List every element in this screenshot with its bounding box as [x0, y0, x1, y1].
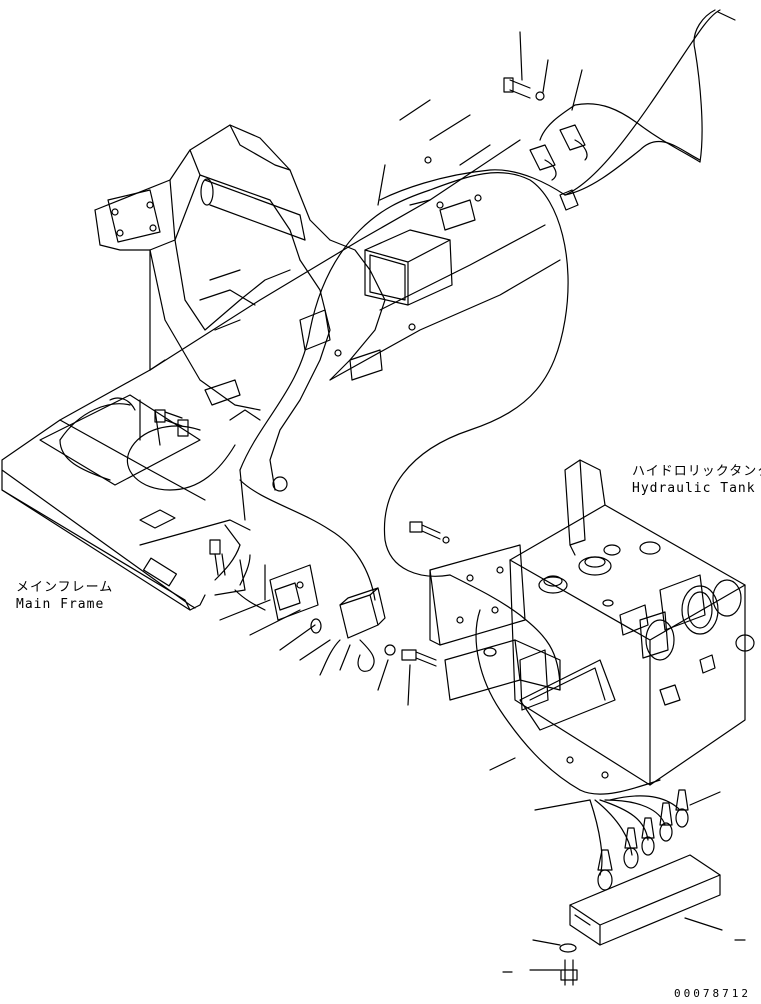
connector-parts: [503, 77, 588, 211]
wire-harness: [59, 9, 721, 876]
main-frame-drawing: [1, 99, 561, 611]
hydraulic-tank-label-jp: ハイドロリックタンク: [632, 464, 761, 479]
main-frame-label-jp: メインフレーム: [16, 580, 114, 595]
main-frame-label-en: Main Frame: [16, 597, 105, 612]
callout-leader-lines: [139, 11, 746, 973]
sensor-cover-parts: [559, 789, 721, 986]
relay-bracket-parts: [154, 409, 437, 676]
document-number: 00078712: [674, 987, 751, 1000]
hydraulic-tank-label-en: Hydraulic Tank: [632, 481, 756, 496]
hydraulic-tank-drawing: [409, 459, 755, 786]
